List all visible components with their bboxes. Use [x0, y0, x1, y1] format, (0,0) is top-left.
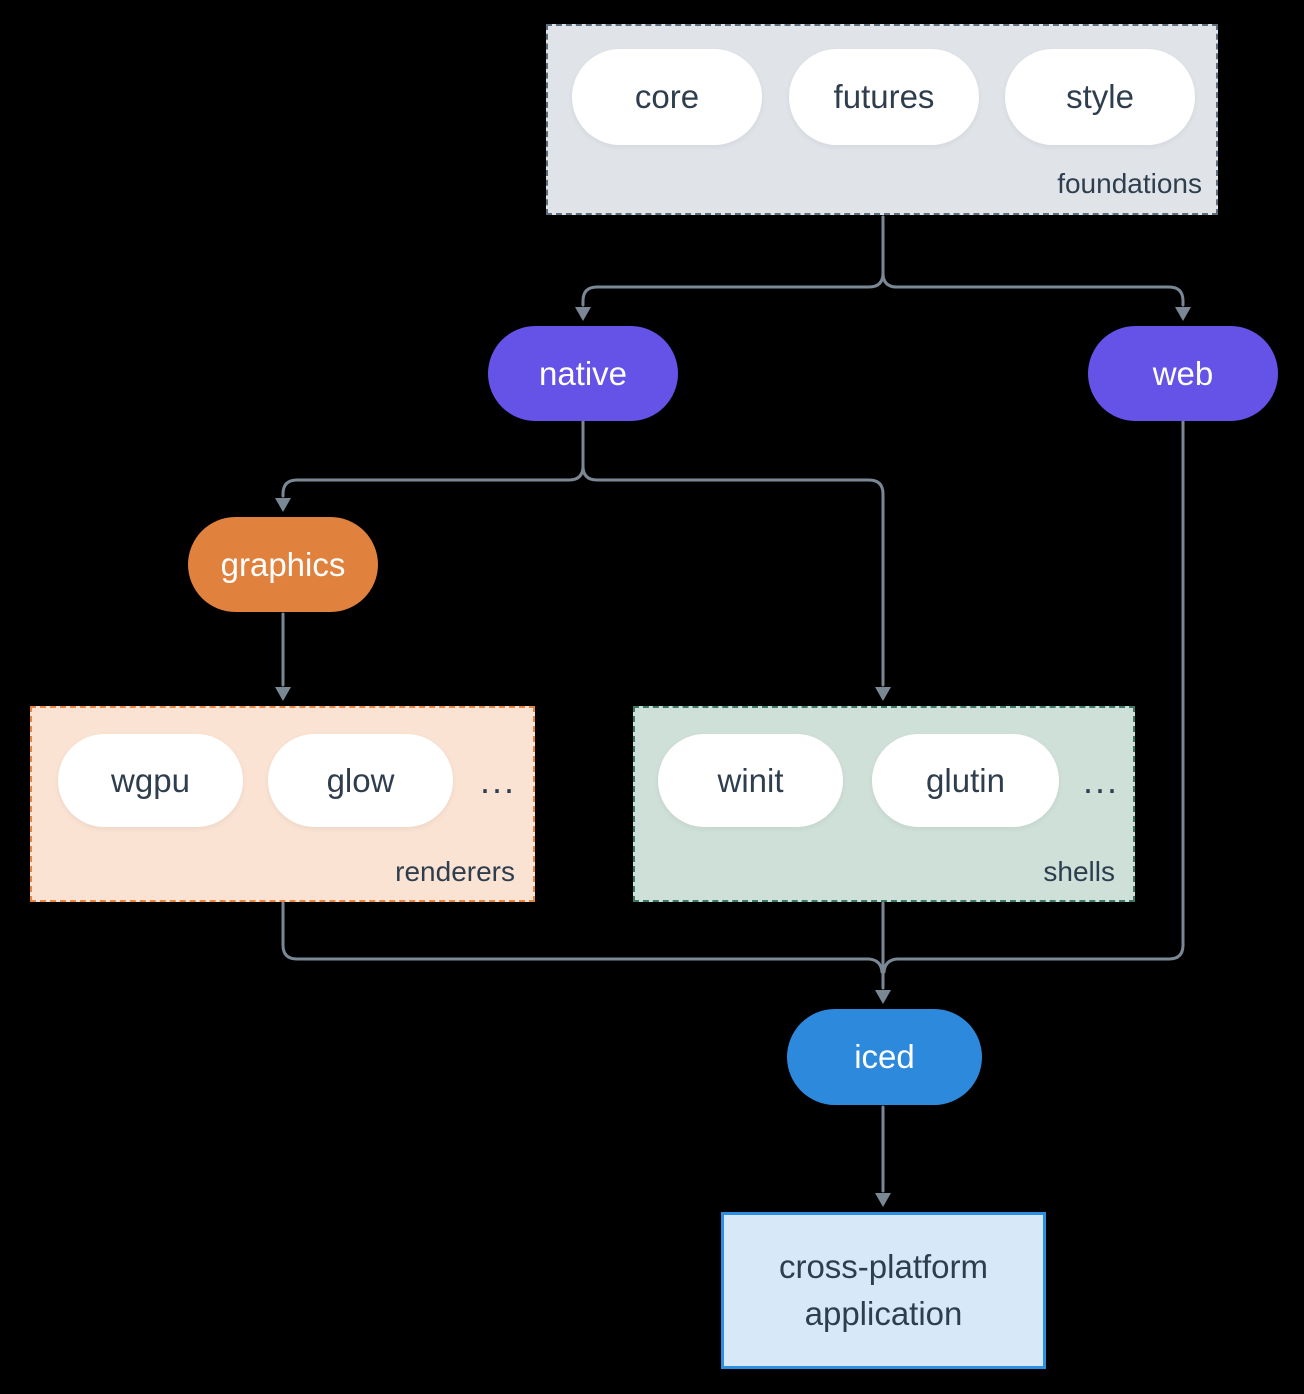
renderers-ellipsis: ... — [479, 759, 516, 801]
node-iced: iced — [787, 1009, 982, 1105]
application-box: cross-platform application — [721, 1212, 1046, 1369]
node-core: core — [572, 49, 762, 145]
edge-renderers-iced — [281, 901, 884, 974]
arrowhead-renderers — [275, 687, 291, 701]
arrowhead-graphics — [275, 498, 291, 512]
foundations-label: foundations — [1057, 168, 1202, 199]
node-winit: winit — [658, 734, 843, 827]
shells-label: shells — [1043, 856, 1115, 887]
arrowhead-web — [1175, 307, 1191, 321]
arrowhead-iced — [875, 990, 891, 1004]
foundations-group: core futures style foundations — [546, 24, 1218, 215]
application-label-line1: cross-platform — [778, 1247, 989, 1285]
shells-ellipsis: ... — [1082, 759, 1119, 801]
arrowhead-application — [875, 1193, 891, 1207]
edge-web-iced — [882, 419, 1185, 974]
node-glow: glow — [268, 734, 453, 827]
node-futures: futures — [789, 49, 979, 145]
edge-foundations-web — [881, 215, 1185, 307]
edge-foundations-native — [581, 215, 885, 307]
node-web: web — [1088, 326, 1278, 421]
arrowhead-native — [575, 307, 591, 321]
node-wgpu: wgpu — [58, 734, 243, 827]
renderers-group: wgpu glow ... renderers — [30, 706, 535, 902]
edge-native-shells — [581, 419, 885, 687]
node-native: native — [488, 326, 678, 421]
arrowhead-shells — [875, 687, 891, 701]
node-glutin: glutin — [872, 734, 1059, 827]
application-label-line2: application — [804, 1294, 963, 1332]
node-style: style — [1005, 49, 1195, 145]
edge-native-graphics — [281, 419, 585, 498]
shells-group: winit glutin ... shells — [633, 706, 1135, 902]
renderers-label: renderers — [395, 856, 515, 887]
node-graphics: graphics — [188, 517, 378, 612]
